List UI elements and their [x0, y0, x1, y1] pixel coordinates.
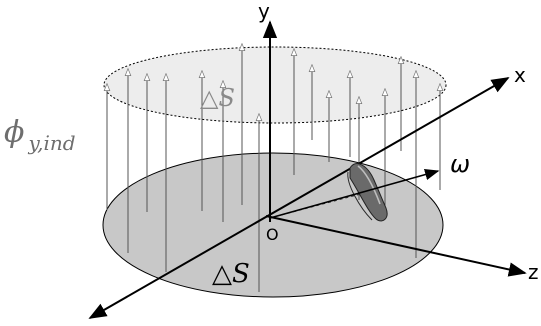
flux-symbol: ϕ [4, 115, 24, 150]
x-axis-label: x [514, 63, 526, 87]
top-area-label: △S [200, 84, 235, 112]
omega-arrow [269, 168, 440, 219]
flux-subscript: y,ind [27, 131, 75, 155]
z-axis [265, 215, 527, 277]
y-axis-label: y [258, 0, 270, 23]
x-axis [88, 77, 510, 319]
omega-label: ω [450, 150, 470, 178]
rotating-coil [347, 163, 388, 222]
origin-label: O [266, 225, 279, 244]
top-area-disk [103, 46, 447, 124]
flux-label: ϕ y,ind [4, 115, 76, 155]
bottom-area-label: △S [212, 259, 250, 289]
z-axis-label: z [528, 260, 539, 284]
